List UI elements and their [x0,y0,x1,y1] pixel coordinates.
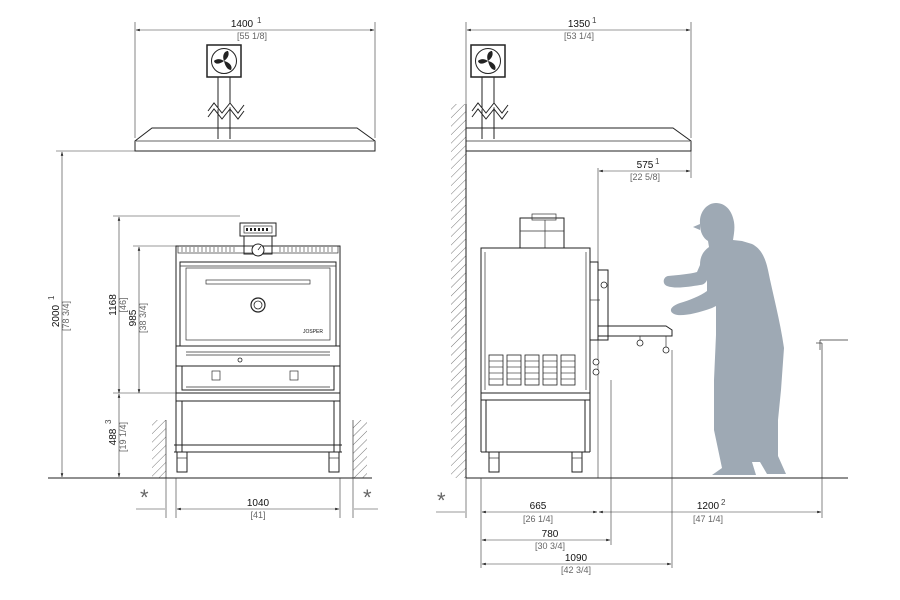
asterisk-right-front: * [363,485,372,510]
dim-depth-body-in: [26 1/4] [523,514,553,524]
dim-hood-height-note: 1 [47,295,56,300]
dim-depth-handle-in: [30 3/4] [535,541,565,551]
dim-depth-tray-in: [42 3/4] [561,565,591,575]
front-view: 1400 1 [55 1/8] 2000 1 [78 3/4] 1168 [46… [47,16,378,520]
dim-hood-height-in: [78 3/4] [61,301,71,331]
dim-overall-height-in: [46] [118,297,128,312]
dim-clearance-in: [47 1/4] [693,514,723,524]
dim-side-width-in: [53 1/4] [564,31,594,41]
dim-stand-height-in: [19 1/4] [118,422,128,452]
dim-depth-tray-mm: 1090 [565,553,588,564]
dim-stand-height-mm: 488 [108,428,119,445]
dim-stand-width-mm: 1040 [247,498,270,509]
chef-silhouette [663,203,786,475]
dim-overhang-in: [22 5/8] [630,172,660,182]
dim-front-width-in: [55 1/8] [237,31,267,41]
dim-clearance-note: 2 [721,498,726,507]
extraction-fan-icon-side [470,44,506,78]
dim-side-width-mm: 1350 [568,19,591,30]
dim-side-width-note: 1 [592,16,597,25]
dim-depth-body-mm: 665 [530,501,547,512]
extraction-hood-side [465,127,692,152]
dim-overhang-note: 1 [655,157,660,166]
duct-icon [207,76,245,140]
dim-front-width-note: 1 [257,16,262,25]
oven-stand-front [174,392,342,473]
charcoal-oven-front: JOSPER [175,222,341,394]
left-wall-section [152,420,166,478]
dim-clearance-mm: 1200 [697,501,720,512]
dim-depth-handle-mm: 780 [542,529,559,540]
brand-logo: JOSPER [303,329,323,335]
dim-stand-height-note: 3 [104,419,113,424]
oven-stand-side [480,392,591,473]
extraction-hood [134,127,376,152]
charcoal-oven-side [480,213,673,394]
dim-front-width-mm: 1400 [231,19,254,30]
extraction-fan-icon [206,44,242,78]
dim-overall-height-mm: 1168 [108,294,119,316]
counter-outline [816,339,848,478]
dim-body-height-in: [38 3/4] [138,303,148,333]
back-wall-section [451,104,466,478]
dim-hood-height-mm: 2000 [51,304,62,327]
dim-overhang-mm: 575 [637,160,654,171]
side-view: 1350 1 [53 1/4] 575 1 [22 5/8] [436,16,848,575]
dim-stand-width-in: [41] [250,510,265,520]
asterisk-left-front: * [140,485,149,510]
asterisk-side: * [437,488,446,513]
right-wall-section [353,420,367,478]
dim-body-height-mm: 985 [128,309,139,326]
duct-icon-side [471,76,509,140]
